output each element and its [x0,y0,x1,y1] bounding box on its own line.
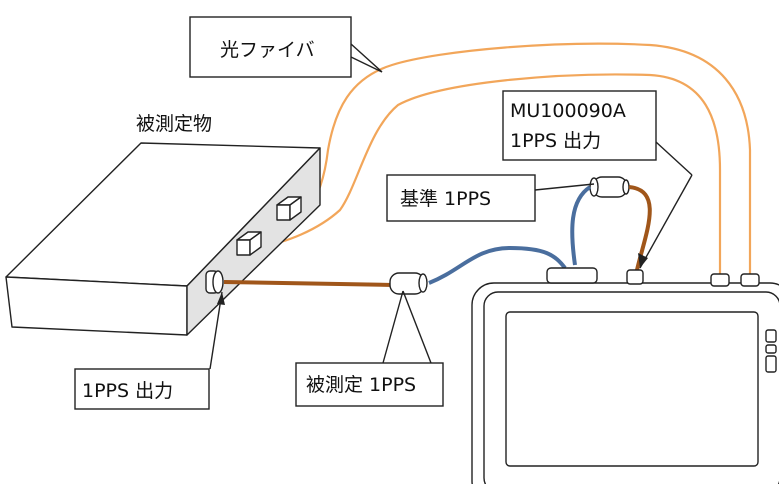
analyzer-screen [505,311,759,467]
dut-fiber-port-upper [276,196,302,221]
fiber-label-group: 光ファイバ [189,16,383,78]
mu-label-group: MU100090A 1PPS 出力 [502,90,693,269]
measured-label-group: 被測定 1PPS [295,290,444,407]
analyzer-side-button-2 [765,344,777,354]
measured-label: 被測定 1PPS [306,374,416,396]
analyzer-instrument [471,267,779,484]
optical-fiber-2 [261,73,722,275]
measured-callout-right [402,290,432,364]
dut-output-arrow-line [209,291,223,370]
mu-label-box [502,90,657,161]
measured-callout-left [382,290,404,364]
dut-output-arrow-head [217,292,225,305]
analyzer-side-button-1 [765,329,777,343]
dut-front-face [5,276,188,336]
dut-1pps-cable [223,280,394,287]
fiber-callout-pointer [350,43,383,73]
optical-fiber-cables [261,42,752,275]
fiber-label-box [189,16,352,78]
mu-label-line2: 1PPS 出力 [510,130,601,152]
dut-output-label: 1PPS 出力 [82,380,173,402]
optical-fiber-1 [306,42,752,275]
measured-1pps-blue-cable [428,245,567,285]
mu-pointer-line [655,141,693,176]
dut-1pps-connector [205,270,224,294]
fiber-label: 光ファイバ [220,39,315,61]
reference-blue-cable [570,185,592,266]
labels: 光ファイバ 被測定物 MU100090A 1PPS 出力 基準 1PPS 1PP… [74,16,693,410]
mu-label-line1: MU100090A [510,100,626,122]
measured-label-box [295,362,444,407]
dut-output-label-box [74,368,210,410]
analyzer-top-port [546,267,598,284]
dut-fiber-port-lower [236,231,262,256]
mu-arrow-line [639,174,693,269]
analyzer-side-button-3 [765,355,777,373]
reference-1pps-connector [589,176,630,198]
dut-label: 被測定物 [136,113,212,135]
reference-label: 基準 1PPS [400,188,491,210]
analyzer-optical-port-1 [710,273,730,287]
reference-pointer [534,183,595,191]
reference-label-group: 基準 1PPS [386,174,595,222]
mu-arrow-head [638,253,648,268]
dut-output-label-group: 1PPS 出力 [74,291,225,410]
reference-label-box [386,174,536,222]
analyzer-optical-port-2 [740,273,760,287]
measured-1pps-connector [389,272,428,295]
dut-device [5,142,321,336]
mu-1pps-port [626,269,644,285]
